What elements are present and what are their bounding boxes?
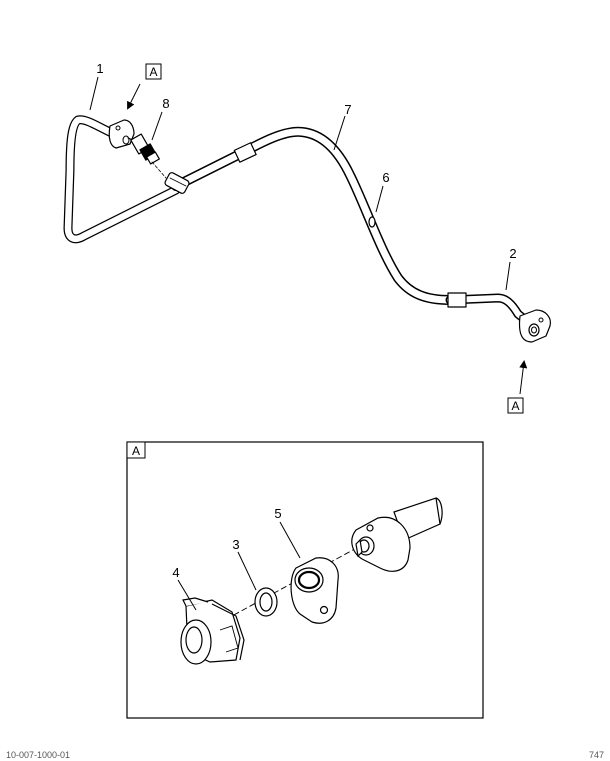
tee-fitting <box>164 172 190 194</box>
callout-1: 1 <box>96 61 103 76</box>
arrow-view-a-top <box>127 83 141 110</box>
callout-8: 8 <box>162 96 169 111</box>
part-5-gasket <box>290 557 339 624</box>
callout-6: 6 <box>382 170 389 185</box>
view-marker-top: A <box>145 63 162 80</box>
part-3-oring <box>254 587 278 617</box>
leaders-detail <box>177 521 301 611</box>
part-4-housing <box>180 597 245 665</box>
callout-4: 4 <box>172 565 179 580</box>
clip-6 <box>368 216 376 228</box>
svg-text:A: A <box>511 399 519 413</box>
callout-3: 3 <box>232 537 239 552</box>
svg-text:A: A <box>149 65 157 79</box>
callout-5: 5 <box>274 506 281 521</box>
footer-right-code: 747 <box>588 750 604 760</box>
view-marker-bottom: A <box>507 397 524 414</box>
svg-text:A: A <box>132 444 140 458</box>
tube-1-fill <box>64 116 180 242</box>
footer-left-code: 10-007-1000-01 <box>6 750 71 760</box>
leaders-upper <box>89 76 511 291</box>
flange-left <box>108 119 139 149</box>
tube-7-outline <box>171 126 455 305</box>
flange-right <box>518 309 551 343</box>
sensor-8 <box>130 133 167 179</box>
sleeve-left <box>233 142 257 163</box>
arrow-view-a-bottom <box>519 360 528 395</box>
detail-a-parts <box>180 497 443 665</box>
callout-7: 7 <box>344 102 351 117</box>
sleeve-right <box>447 292 467 308</box>
tube-assembly <box>63 115 551 343</box>
callout-2: 2 <box>509 246 516 261</box>
detail-flange <box>351 497 443 572</box>
tube-2-fill <box>447 295 531 325</box>
tube-7-fill <box>172 128 454 304</box>
